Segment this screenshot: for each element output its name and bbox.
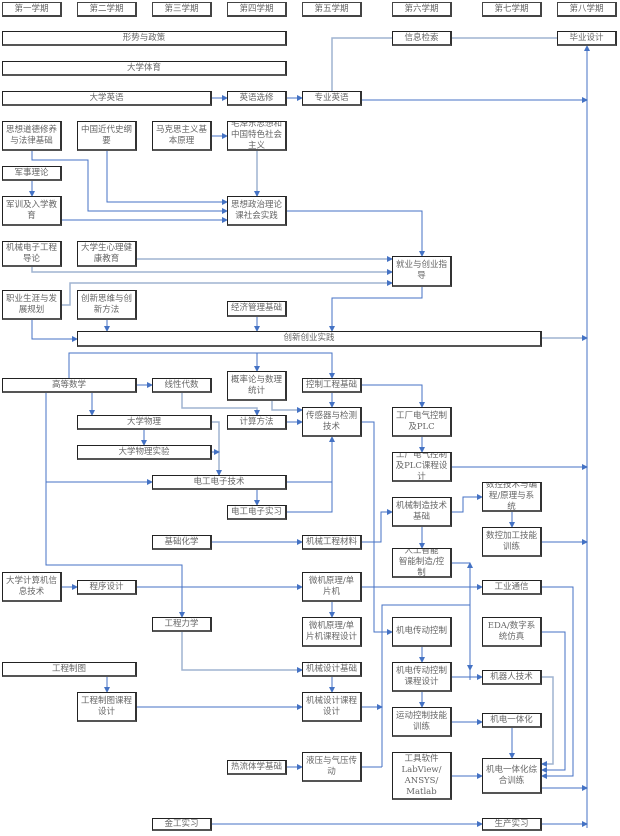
link-arrow [381, 604, 473, 767]
link-arrow [212, 421, 222, 476]
course-box-bysj: 毕业设计 [557, 31, 617, 46]
course-box-gytx: 工业通信 [482, 580, 542, 595]
course-box-jxcl: 机械工程材料 [302, 535, 362, 550]
course-box-cxsw: 创新思维与创新方法 [77, 290, 137, 320]
course-box-yy: 液压与气压传动 [302, 752, 362, 782]
course-box-mzd: 毛泽东思想和中国特色社会主义 [227, 121, 287, 151]
course-box-mkszy: 马克思主义基本原理 [152, 121, 212, 151]
semester-header: 第三学期 [152, 2, 212, 17]
course-box-skjg: 数控加工技能训练 [482, 527, 542, 557]
link-arrow [541, 676, 554, 767]
semester-header: 第八学期 [557, 2, 617, 17]
link-arrow [287, 210, 425, 257]
link-arrow [181, 632, 303, 673]
link-arrow [287, 436, 335, 513]
course-box-gjrj: 工具软件 LabView/ ANSYS/ Matlab [392, 752, 452, 800]
course-box-junxun: 军训及入学教育 [2, 196, 62, 226]
course-box-cxcy: 创新创业实践 [77, 331, 542, 347]
course-box-rlt: 热流体学基础 [227, 760, 287, 775]
link-arrow [31, 320, 78, 342]
link-arrow [31, 151, 228, 214]
course-box-zysy: 职业生涯与发展规划 [2, 290, 62, 320]
course-box-wlsy: 大学物理实验 [77, 445, 212, 460]
course-box-jxsj: 机械设计基础 [302, 662, 362, 677]
course-box-yyxx: 英语选修 [227, 91, 287, 106]
course-box-sxdd: 思想道德修养与法律基础 [2, 121, 62, 151]
link-arrow [31, 267, 393, 275]
course-box-jdyth: 机电一体化 [482, 713, 542, 728]
course-box-cgq: 传感器与检测技术 [302, 407, 362, 437]
course-box-cxsj: 程序设计 [77, 580, 137, 595]
course-box-zyyy: 专业英语 [302, 91, 362, 106]
course-box-jjgl: 经济管理基础 [227, 301, 287, 317]
course-box-xingshi: 形势与政策 [2, 31, 287, 46]
link-arrow [45, 482, 185, 618]
link-arrow [106, 151, 228, 205]
course-box-jgsx: 金工实习 [152, 818, 212, 831]
course-box-gclx: 工程力学 [152, 617, 212, 632]
link-arrow [541, 586, 574, 779]
course-box-dgdz: 电工电子技术 [152, 475, 287, 490]
course-box-dxwl: 大学物理 [77, 415, 212, 430]
link-arrow [452, 494, 483, 513]
course-box-xxjs: 信息检索 [392, 31, 452, 46]
course-box-jchx: 基础化学 [152, 535, 212, 550]
link-arrow [329, 287, 423, 332]
course-box-scsx: 生产实习 [482, 818, 542, 831]
link-arrow [362, 384, 425, 408]
course-box-jsff: 计算方法 [227, 415, 287, 430]
course-box-xxds: 线性代数 [152, 378, 212, 393]
semester-header: 第四学期 [227, 2, 287, 17]
course-box-plc: 工厂电气控制及PLC [392, 407, 452, 437]
course-box-jxzz: 机械制造技术基础 [392, 497, 452, 527]
course-box-gczt: 工程制图 [2, 662, 137, 677]
semester-header: 第一学期 [2, 2, 62, 17]
link-arrow [45, 393, 153, 485]
course-box-jdzh: 机电一体化综合训练 [482, 758, 542, 794]
course-box-ydkz: 运动控制技能训练 [392, 707, 452, 737]
course-box-tiyu: 大学体育 [2, 61, 287, 76]
course-box-gll: 概率论与数理统计 [227, 371, 287, 401]
link-arrow [68, 352, 335, 379]
course-box-jsj: 大学计算机信息技术 [2, 572, 62, 602]
semester-header: 第六学期 [392, 2, 452, 17]
course-box-jxsjks: 机械设计课程设计 [302, 692, 362, 722]
course-box-gdsx: 高等数学 [2, 378, 137, 393]
course-box-plcks: 工厂电气控制及PLC课程设计 [392, 452, 452, 482]
semester-header: 第二学期 [77, 2, 137, 17]
semester-header: 第五学期 [302, 2, 362, 17]
link-arrow [181, 393, 260, 416]
course-box-szsj: 思想政治理论课社会实践 [227, 196, 287, 226]
course-box-wjks: 微机原理/单片机课程设计 [302, 617, 362, 647]
course-box-yingyu: 大学英语 [2, 91, 212, 106]
course-box-jxdl: 机械电子工程导论 [2, 241, 62, 267]
link-arrow [62, 280, 393, 306]
course-box-xljk: 大学生心理健康教育 [77, 241, 137, 267]
link-arrow [541, 631, 566, 773]
course-box-rgzn: 人工智能 智能制造/控制 [392, 548, 452, 578]
course-box-wjyl: 微机原理/单片机 [302, 572, 362, 602]
course-box-eda: EDA/数字系统仿真 [482, 617, 542, 647]
course-box-jdcdks: 机电传动控制课程设计 [392, 662, 452, 692]
link-arrow [362, 421, 393, 635]
course-box-gcztks: 工程制图课程设计 [77, 692, 137, 722]
course-box-jdsg: 中国近代史纲要 [77, 121, 137, 151]
course-box-dgsx: 电工电子实习 [227, 505, 287, 520]
course-box-jycy: 就业与创业指导 [392, 256, 452, 287]
link-arrow [331, 37, 392, 91]
link-arrow [271, 401, 303, 413]
link-arrow [362, 509, 393, 543]
course-box-skjs: 数控技术与编程/原理与系统 [482, 482, 542, 512]
course-box-kzgc: 控制工程基础 [302, 378, 362, 393]
course-box-jsll: 军事理论 [2, 166, 62, 181]
semester-header: 第七学期 [482, 2, 542, 17]
course-box-jdcd: 机电传动控制 [392, 617, 452, 647]
course-box-jqr: 机器人技术 [482, 670, 542, 685]
